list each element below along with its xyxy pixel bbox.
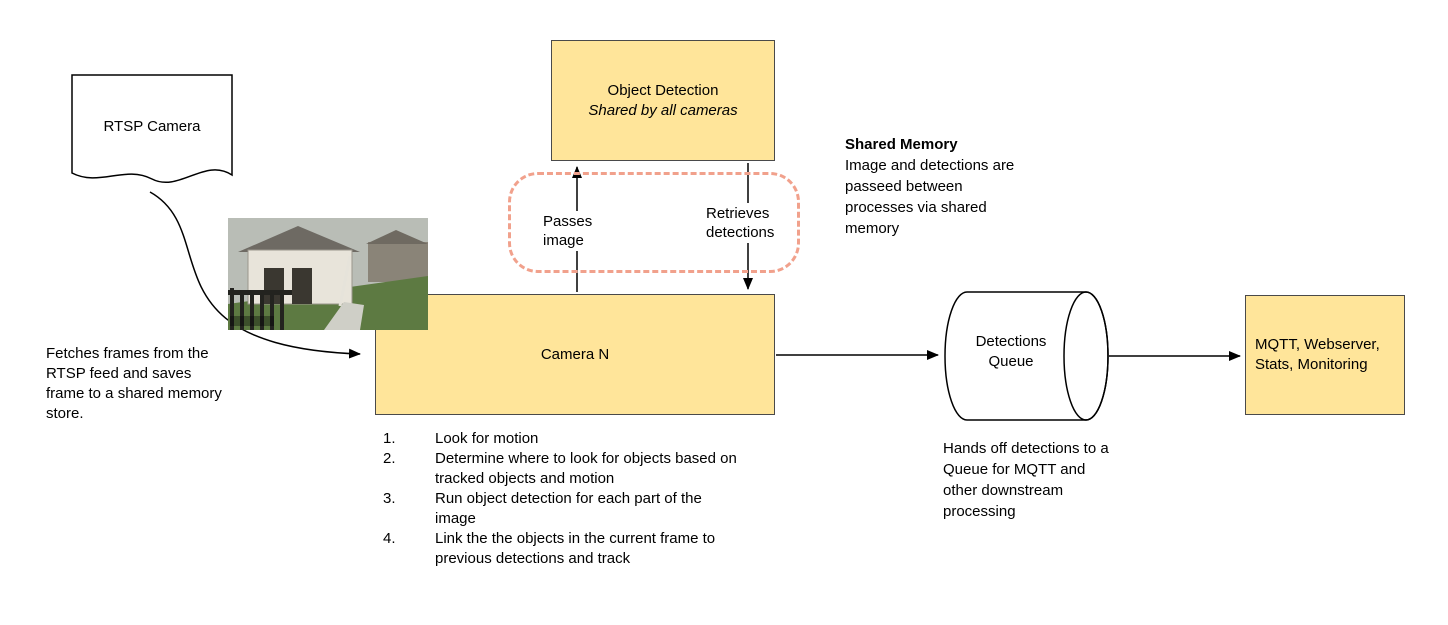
step-number: 1. xyxy=(383,430,396,447)
camera-snapshot-image xyxy=(228,218,428,330)
object-detection-subtitle: Shared by all cameras xyxy=(588,101,738,119)
camera-n-steps-list: 1. Look for motion 2. Determine where to… xyxy=(383,429,763,569)
object-detection-node: Object Detection Shared by all cameras xyxy=(551,40,775,161)
step-text: Link the the objects in the current fram… xyxy=(435,530,716,567)
fetch-frames-note: Fetches frames from the RTSP feed and sa… xyxy=(46,345,222,422)
shared-memory-note: Shared Memory Image and detections are p… xyxy=(845,134,1025,239)
detections-queue-label: Detections Queue xyxy=(975,333,1047,370)
shared-memory-title: Shared Memory xyxy=(845,136,958,153)
step-text: Look for motion xyxy=(435,430,539,447)
step-number: 2. xyxy=(383,450,396,467)
camera-n-node: Camera N xyxy=(375,294,775,415)
list-item: 2. Determine where to look for objects b… xyxy=(383,449,763,489)
list-item: 1. Look for motion xyxy=(383,429,763,449)
mqtt-webserver-label: MQTT, Webserver, Stats, Monitoring xyxy=(1255,336,1380,373)
list-item: 4. Link the the objects in the current f… xyxy=(383,529,763,569)
step-text: Determine where to look for objects base… xyxy=(435,450,737,487)
step-number: 4. xyxy=(383,530,396,547)
rtsp-camera-label: RTSP Camera xyxy=(103,118,201,135)
mqtt-webserver-node: MQTT, Webserver, Stats, Monitoring xyxy=(1245,295,1405,415)
shared-memory-body: Image and detections are passeed between… xyxy=(845,157,1015,237)
passes-image-label: Passes image xyxy=(541,211,607,251)
step-text: Run object detection for each part of th… xyxy=(435,490,702,527)
retrieves-detections-label: Retrieves detections xyxy=(704,203,794,243)
list-item: 3. Run object detection for each part of… xyxy=(383,489,763,529)
shared-memory-dashed-region xyxy=(508,172,800,273)
object-detection-title: Object Detection xyxy=(607,81,719,99)
camera-snapshot-art xyxy=(228,218,428,330)
camera-n-label: Camera N xyxy=(540,346,610,363)
step-number: 3. xyxy=(383,490,396,507)
detections-queue-note: Hands off detections to a Queue for MQTT… xyxy=(943,440,1109,520)
